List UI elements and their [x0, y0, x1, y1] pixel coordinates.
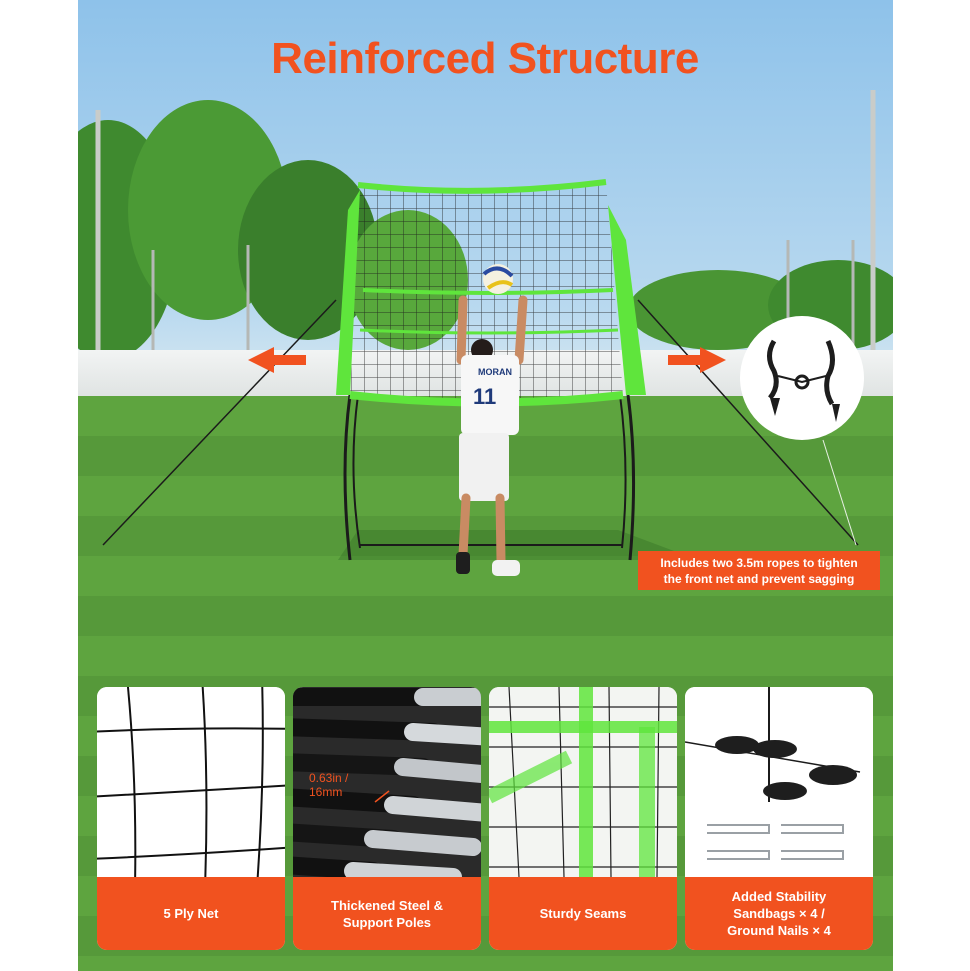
- svg-text:MORAN: MORAN: [478, 367, 512, 377]
- feature-card-poles: 0.63in / 16mm Thickened Steel & Support …: [293, 687, 481, 950]
- rope-stakes-inset: [740, 316, 864, 440]
- feature-label: Sturdy Seams: [489, 877, 677, 950]
- sandbags-nails-image: [685, 687, 873, 877]
- feature-label: Added Stability Sandbags × 4 / Ground Na…: [685, 877, 873, 950]
- steel-poles-image: [293, 687, 481, 877]
- dimension-label: 0.63in / 16mm: [309, 771, 349, 799]
- feature-card-net: 5 Ply Net: [97, 687, 285, 950]
- rope-callout: Includes two 3.5m ropes to tighten the f…: [638, 551, 880, 590]
- feature-card-seams: Sturdy Seams: [489, 687, 677, 950]
- rebounder-net: MORAN 11: [102, 179, 859, 576]
- svg-text:11: 11: [473, 384, 496, 409]
- feature-label: 5 Ply Net: [97, 877, 285, 950]
- net-mesh-image: [97, 687, 285, 877]
- page-title: Reinforced Structure: [271, 34, 699, 83]
- seams-image: [489, 687, 677, 877]
- feature-label: Thickened Steel & Support Poles: [293, 877, 481, 950]
- feature-card-sandbags: Added Stability Sandbags × 4 / Ground Na…: [685, 687, 873, 950]
- rope-stake-icon: [767, 339, 840, 422]
